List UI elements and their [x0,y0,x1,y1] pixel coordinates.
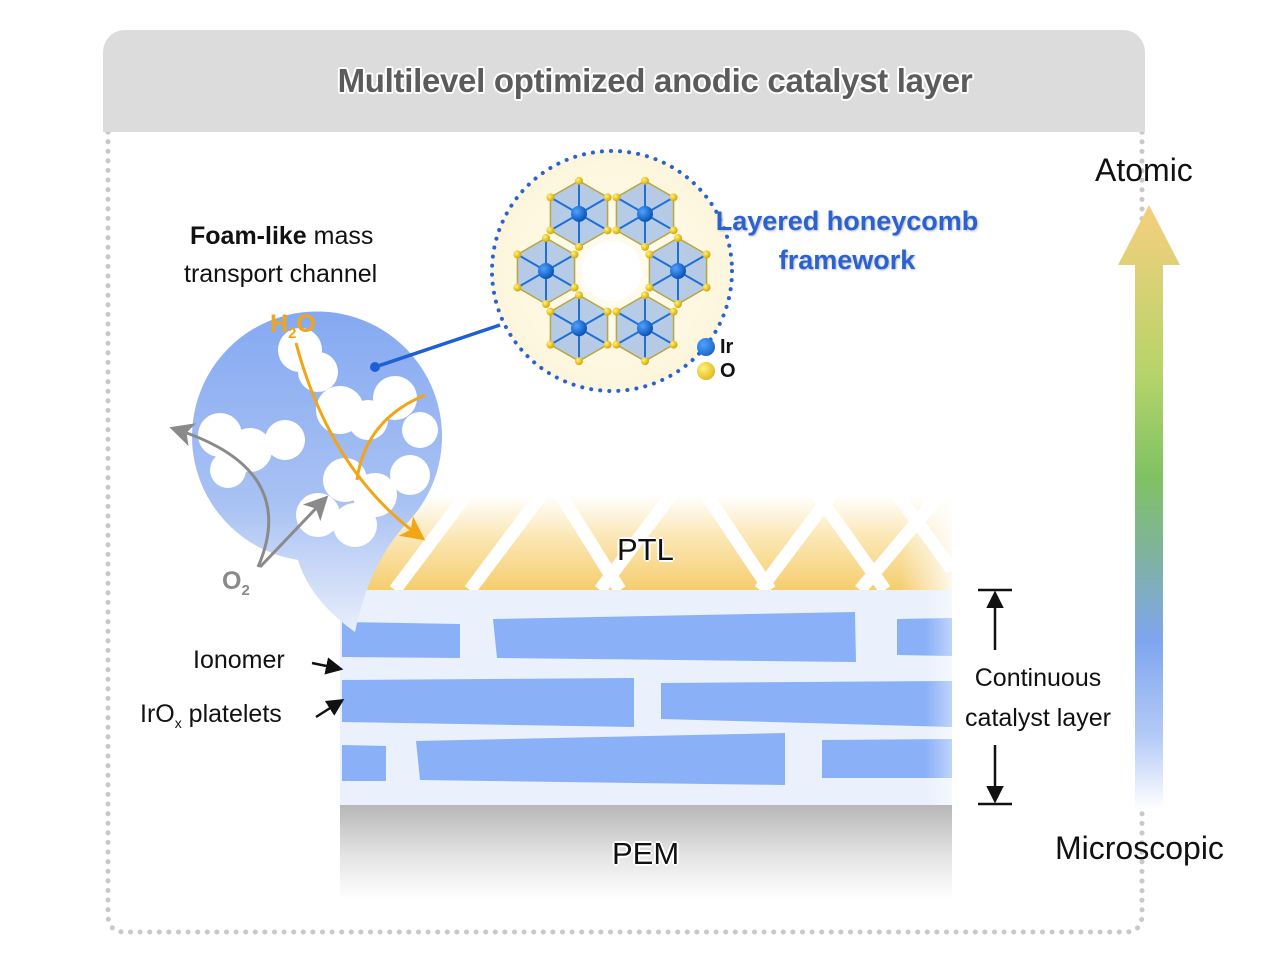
pem-layer [340,805,952,900]
water-label: H2O [270,310,316,342]
o-atom [575,242,583,251]
oxygen-o: O [222,567,242,595]
ionomer-pointer [311,657,344,675]
ir-atom [637,320,653,337]
atom-legend: Ir O [697,335,736,383]
o-atom [641,291,649,300]
o-atom [641,242,649,251]
ptl-label: PTL [617,532,674,567]
ionomer-label: Ionomer [193,646,285,674]
o-atom [669,193,678,202]
ir-atom [670,263,686,279]
o-atom [702,283,711,292]
water-branch-arrow [355,393,426,481]
o-atom [603,193,612,202]
o-atom [603,307,612,316]
ir-atom [571,205,587,222]
o-atom [674,234,682,242]
honeycomb-label-line1: Layered honeycomb [715,206,979,236]
continuous-line1: Continuous [974,664,1102,692]
o-atom [641,176,649,185]
honeycomb-structure [513,176,711,366]
scale-arrow [1118,205,1180,810]
honeycomb-label-line2: framework [778,245,916,275]
legend-item-ir: Ir [697,335,736,359]
o-atom [641,357,649,366]
catalyst-layer [340,590,955,805]
o-atom [669,340,678,349]
o-atom [612,307,621,316]
water-h: H [270,310,289,338]
oxygen-label: O2 [222,567,250,599]
diagram-title: Multilevel optimized anodic catalyst lay… [337,62,973,99]
continuous-line2: catalyst layer [965,704,1111,732]
ptl-layer [340,466,960,595]
oxygen-arrow-right [258,495,329,569]
o-atom [612,340,621,349]
o-atom [669,307,678,316]
platelets-label: IrOx platelets [140,700,282,731]
o-atom [575,291,583,300]
o-atom [645,250,654,259]
honeycomb-hole [582,241,642,301]
thickness-bracket [978,588,1012,806]
o-atom [546,340,555,349]
honeycomb-zoom [490,149,734,393]
o-atom [612,193,621,202]
o-atom [669,226,678,235]
continuous-layer-label: Continuous catalyst layer [952,658,1124,738]
scale-bottom-label: Microscopic [1055,830,1224,866]
foam-label-bold: Foam-like [190,222,307,250]
o-atom [546,226,555,235]
water-arrow [294,342,426,541]
header-band [103,30,1145,132]
scale-top-label: Atomic [1095,152,1193,188]
o-atom [546,193,555,202]
oxygen-subscript: 2 [241,582,250,599]
platelets-tail: platelets [181,700,282,728]
zoom-connector [374,323,501,369]
o-atom [542,234,550,242]
oxygen-arrow-left [169,423,271,568]
foam-label-rest: mass [306,222,374,250]
o-atom-icon [697,362,715,380]
o-atom [570,250,579,259]
ir-atom [637,205,653,222]
ir-atom [571,320,587,337]
o-atom [674,300,682,308]
o-atom [612,226,621,235]
platelets-pointer [315,698,345,719]
honeycomb-label: Layered honeycomb framework [702,202,992,280]
foam-label-line1: Foam-like mass [190,222,373,251]
o-atom [575,176,583,185]
platelets-subscript: x [174,715,182,731]
pem-label: PEM [612,836,680,871]
platelets-main: IrO [140,700,175,728]
o-atom [575,357,583,366]
o-atom [513,250,522,259]
foam-particle [169,311,501,632]
o-atom [546,307,555,316]
foam-label-line2: transport channel [184,260,378,288]
ir-atom-icon [697,338,715,356]
o-atom [513,283,522,292]
o-atom [603,226,612,235]
legend-label-ir: Ir [720,335,734,358]
ir-atom [538,263,554,279]
legend-item-o: O [697,359,736,383]
o-atom [570,283,579,292]
water-o: O [296,310,316,338]
water-subscript: 2 [288,325,297,342]
o-atom [603,340,612,349]
o-atom [645,283,654,292]
legend-label-o: O [720,359,736,382]
o-atom [702,250,711,259]
o-atom [542,300,550,308]
